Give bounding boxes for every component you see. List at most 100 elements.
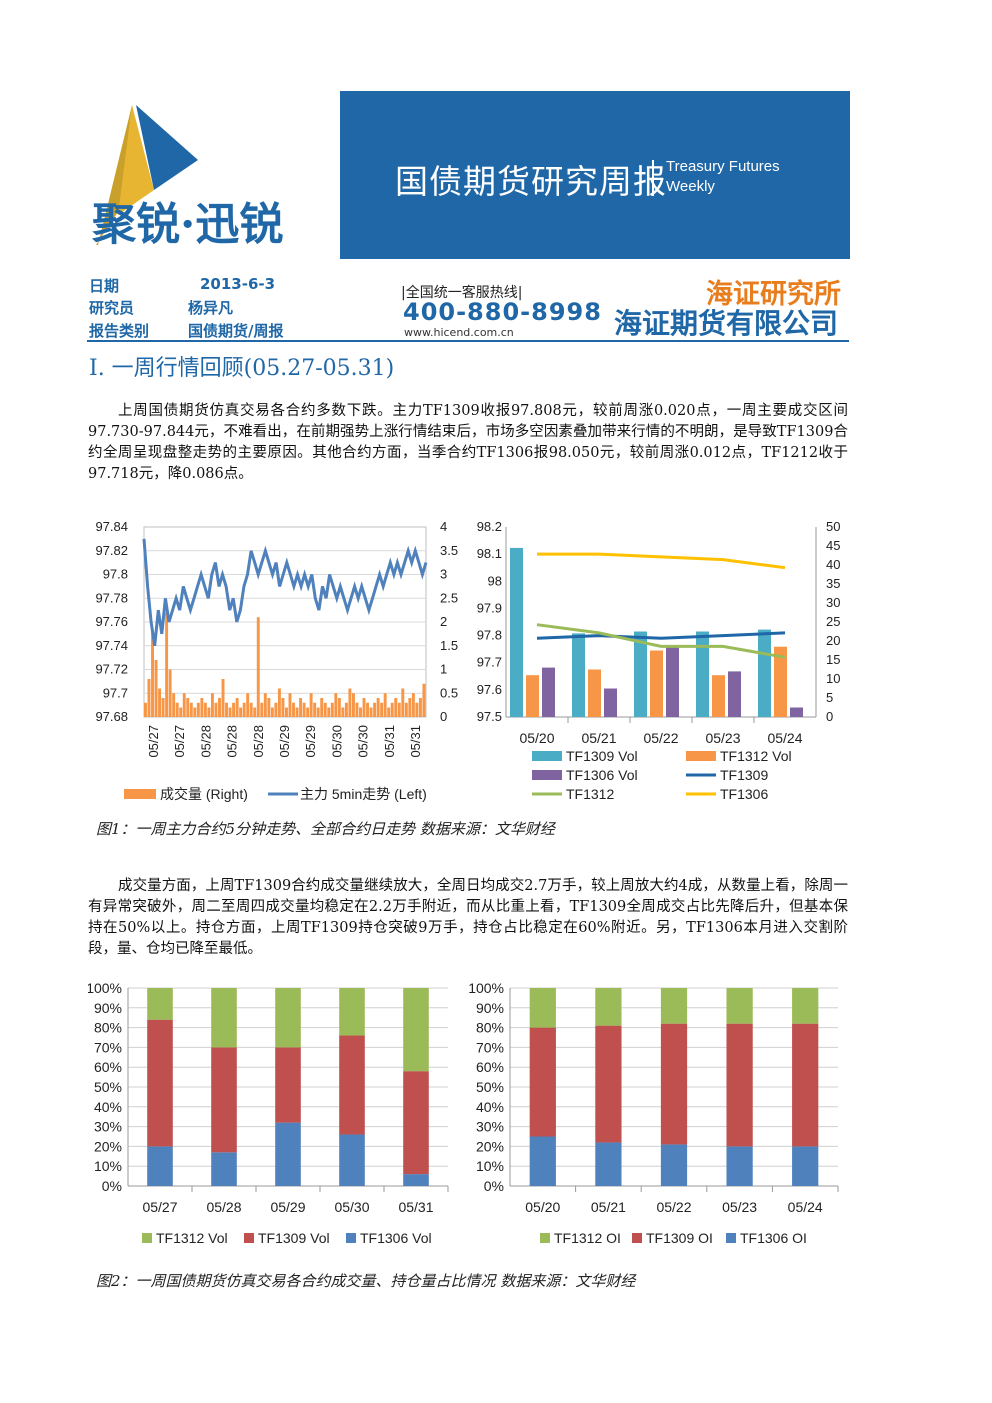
x-tick-label: 05/27 [146, 725, 161, 758]
bar-segment-tf1306-vol [211, 1152, 237, 1186]
meta-date-value: 2013-6-3 [200, 275, 276, 293]
y-tick-label: 80% [94, 1020, 122, 1036]
x-tick-label: 05/28 [251, 725, 266, 758]
y-tick-label: 90% [94, 1000, 122, 1016]
figure2-caption: 图2：一周国债期货仿真交易各合约成交量、持仓量占比情况 数据来源：文华财经 [96, 1272, 636, 1290]
y-tick-label: 70% [94, 1039, 122, 1055]
volume-bar [189, 702, 193, 717]
volume-bar [285, 707, 288, 717]
volume-bar [182, 693, 186, 717]
y-tick-label: 20% [476, 1138, 504, 1154]
volume-bar [193, 707, 197, 717]
volume-bar [408, 698, 412, 717]
right-tick-label: 40 [826, 557, 840, 572]
x-tick-label: 05/28 [206, 1199, 241, 1215]
volume-bar [362, 698, 366, 717]
volume-bar [200, 698, 204, 717]
volume-bar [316, 707, 320, 717]
bar-segment-tf1312-oi [660, 988, 688, 1024]
right-tick-label: 10 [826, 671, 840, 686]
price-line [142, 538, 428, 647]
left-tick-label: 98 [488, 573, 502, 588]
volume-bar [246, 693, 250, 717]
legend-label-tf1306-oi: TF1306 OI [740, 1230, 807, 1246]
volume-bar [373, 702, 377, 717]
volume-bar [383, 693, 387, 717]
right-tick-label: 2.5 [440, 590, 458, 605]
legend-label-tf1312: TF1312 [566, 786, 614, 802]
x-tick-label: 05/23 [722, 1199, 757, 1215]
line-tf1312 [536, 623, 786, 659]
left-tick-label: 97.7 [477, 655, 502, 670]
right-tick-label: 15 [826, 652, 840, 667]
bar-tf1306-vol [604, 688, 617, 717]
x-tick-label: 05/23 [705, 730, 740, 746]
volume-bar [394, 698, 398, 717]
x-tick-label: 05/20 [525, 1199, 560, 1215]
website-link[interactable]: www.hicend.com.cn [404, 326, 514, 339]
line-tf1309 [536, 631, 786, 640]
volume-bar [306, 707, 310, 717]
volume-bar [313, 702, 317, 717]
meta-date-label: 日期 [89, 277, 120, 295]
logo-text: 聚锐·迅锐 [92, 199, 284, 250]
bar-segment-tf1312-oi [595, 988, 622, 1026]
right-tick-label: 30 [826, 595, 840, 610]
legend-label-volume: 成交量 (Right) [160, 786, 248, 802]
legend-swatch-tf1306-vol [346, 1233, 356, 1243]
legend-swatch-tf1312-vol [142, 1233, 152, 1243]
volume-bar [196, 702, 200, 717]
bar-tf1309-vol [696, 631, 709, 717]
x-tick-label: 05/30 [356, 725, 371, 758]
legend-label-tf1312-vol: TF1312 Vol [156, 1230, 228, 1246]
x-tick-label: 05/29 [270, 1199, 305, 1215]
bar-segment-tf1306-oi [726, 1146, 753, 1186]
legend-label-tf1312-vol: TF1312 Vol [720, 748, 792, 764]
left-tick-label: 97.84 [95, 519, 128, 534]
bar-tf1306-vol [542, 667, 555, 717]
x-tick-label: 05/21 [591, 1199, 626, 1215]
legend-swatch-tf1312-oi [540, 1233, 550, 1243]
legend-label-tf1306-vol: TF1306 Vol [566, 767, 638, 783]
volume-bar [179, 707, 183, 717]
volume-bar [327, 707, 331, 717]
left-tick-label: 98.2 [477, 519, 502, 534]
x-tick-label: 05/20 [519, 730, 554, 746]
volume-bar [295, 707, 299, 717]
legend-label-tf1306: TF1306 [720, 786, 768, 802]
legend-swatch-tf1309-vol [244, 1233, 254, 1243]
bar-segment-tf1309-oi [792, 1023, 819, 1147]
meta-analyst-label: 研究员 [89, 299, 135, 317]
bar-segment-tf1309-oi [595, 1025, 622, 1143]
x-tick-label: 05/29 [277, 725, 292, 758]
legend-swatch-volume [124, 789, 156, 799]
hotline-phone: 400-880-8998 [403, 298, 602, 326]
report-title: 国债期货研究周报 [395, 162, 667, 201]
right-tick-label: 1.5 [440, 638, 458, 653]
bar-segment-tf1309-oi [726, 1023, 753, 1147]
right-tick-label: 25 [826, 614, 840, 629]
volume-bar [288, 693, 292, 717]
bar-tf1309-vol [572, 633, 585, 717]
x-tick-label: 05/24 [788, 1199, 823, 1215]
left-tick-label: 97.72 [95, 662, 128, 677]
meta-category-value: 国债期货/周报 [188, 322, 284, 340]
bar-segment-tf1306-vol [275, 1122, 301, 1186]
legend-label-tf1306-vol: TF1306 Vol [360, 1230, 432, 1246]
right-tick-label: 3 [440, 567, 447, 582]
volume-bar [341, 707, 345, 717]
bar-segment-tf1312-oi [792, 988, 819, 1024]
volume-bar [299, 698, 303, 717]
header-divider [87, 340, 849, 342]
volume-bar [161, 698, 165, 717]
volume-bar [214, 702, 218, 717]
y-tick-label: 90% [476, 1000, 504, 1016]
paragraph-volume-oi: 成交量方面，上周TF1309合约成交量继续放大，全周日均成交2.7万手，较上周放… [88, 878, 848, 957]
left-tick-label: 97.5 [477, 709, 502, 724]
volume-bar [168, 669, 172, 717]
volume-bar [355, 702, 359, 717]
volume-bar [387, 707, 391, 717]
volume-bar [330, 702, 334, 717]
section-title: I. 一周行情回顾(05.27-05.31) [89, 356, 395, 381]
bar-segment-tf1309-vol [403, 1071, 429, 1175]
